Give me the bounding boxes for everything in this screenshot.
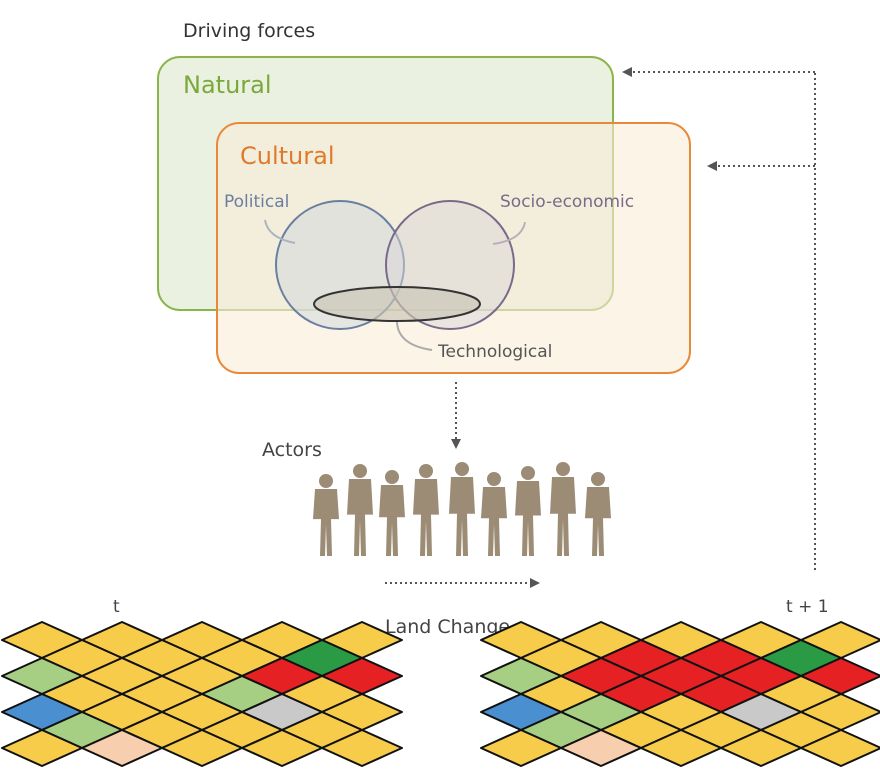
actor-silhouette [413,464,439,556]
land-cell [161,729,243,767]
socio-economic-label: Socio-economic [500,192,634,212]
actor-body [481,487,507,556]
actor-silhouette [449,462,475,556]
land-cell [800,729,880,767]
land-cell [480,729,562,767]
cultural-label: Cultural [240,142,335,170]
actor-silhouette [313,474,339,556]
natural-label: Natural [183,71,272,99]
time-t-label: t [113,597,120,617]
actor-head [353,464,367,478]
land-cell [560,729,642,767]
actor-head [591,472,605,486]
land-change-label: Land Change [385,616,510,638]
land-cell [81,729,163,767]
actor-head [319,474,333,488]
actors-group [313,462,611,556]
actor-head [419,464,433,478]
actor-head [385,470,399,484]
land-cell [640,729,722,767]
actors-label: Actors [262,439,322,461]
driving-forces-title: Driving forces [183,20,315,42]
actor-silhouette [585,472,611,556]
socio-economic-leader-line [492,221,526,245]
land-cell [720,729,802,767]
technological-leader-line [396,321,433,351]
time-t-plus-1-label: t + 1 [786,597,829,617]
technological-ellipse [313,286,481,322]
actor-body [347,479,373,556]
political-label: Political [224,192,289,212]
actor-body [515,481,541,556]
actor-silhouette [515,466,541,556]
land-cell [321,729,403,767]
actor-silhouette [550,462,576,556]
actor-silhouette [379,470,405,556]
actor-body [379,485,405,556]
political-leader-line [264,219,296,244]
land-grid-t [1,621,403,767]
land-cell [1,729,83,767]
actor-silhouette [481,472,507,556]
actor-body [449,477,475,556]
actor-body [413,479,439,556]
actor-head [521,466,535,480]
actor-head [487,472,501,486]
land-grid-t-plus-1 [480,621,880,767]
actor-body [585,487,611,556]
technological-label: Technological [437,342,552,362]
actor-head [455,462,469,476]
actor-body [313,489,339,556]
actor-silhouette [347,464,373,556]
land-cell [241,729,323,767]
actor-head [556,462,570,476]
actor-body [550,477,576,556]
